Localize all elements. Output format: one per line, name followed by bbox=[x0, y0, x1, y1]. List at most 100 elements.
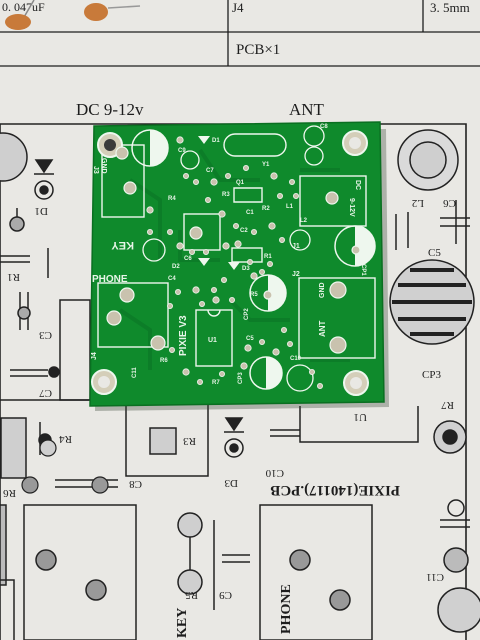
pcb-u1-label: U1 bbox=[208, 337, 217, 344]
solder-pad bbox=[278, 236, 285, 243]
solder-pad bbox=[270, 172, 278, 180]
solder-pad bbox=[234, 240, 242, 248]
paper-r4-label: R4 bbox=[59, 433, 72, 445]
pcb-diode-symbols bbox=[198, 136, 240, 270]
solder-pad bbox=[204, 196, 211, 203]
solder-pad bbox=[276, 192, 283, 199]
paper-r7-label: R7 bbox=[441, 399, 454, 411]
pcb-cp1-label: CP1 bbox=[360, 264, 366, 276]
paper-r6-pad bbox=[21, 476, 39, 494]
solder-pad bbox=[232, 222, 239, 229]
solder-pad bbox=[166, 302, 173, 309]
pcb-board: PHONE KEY PIXIE V3 ANT GND 9-12V DC GND … bbox=[89, 121, 389, 411]
pcb-d1-label: D1 bbox=[212, 138, 220, 144]
pcb-c7-label: C7 bbox=[206, 168, 214, 174]
solder-pad bbox=[218, 210, 226, 218]
pcb-r7-label: R7 bbox=[212, 380, 220, 386]
pcb-r3-label: R3 bbox=[222, 192, 230, 198]
solder-pad bbox=[272, 348, 280, 356]
solder-pad bbox=[242, 164, 249, 171]
pcb-phone-label: PHONE bbox=[92, 274, 128, 285]
pcb-c5-label: C5 bbox=[246, 336, 254, 342]
paper-c9-label: C9 bbox=[219, 589, 232, 601]
paper-c11-label: C11 bbox=[426, 571, 444, 583]
orange-capacitors bbox=[5, 0, 141, 30]
pcb-j2-label: J2 bbox=[292, 271, 300, 278]
paper-r3-label: R3 bbox=[183, 435, 196, 447]
pcb-r1-label: R1 bbox=[264, 254, 272, 260]
solder-pad bbox=[268, 222, 276, 230]
paper-d1-label: D1 bbox=[35, 205, 48, 217]
paper-c5-label: C5 bbox=[428, 247, 441, 259]
solder-pad bbox=[182, 368, 190, 376]
solder-pad bbox=[222, 242, 230, 250]
solder-pad bbox=[250, 272, 258, 280]
pcb-l1-label: L1 bbox=[286, 204, 294, 210]
pcb-dc-label: DC bbox=[354, 180, 361, 190]
pcb-d2-label: D2 bbox=[172, 264, 180, 270]
solder-pad bbox=[258, 268, 265, 275]
pcb-c10-label: C10 bbox=[290, 356, 302, 362]
paper-d3-label: D3 bbox=[224, 477, 238, 489]
pcb-c6-label: C6 bbox=[184, 256, 192, 262]
solder-pad bbox=[280, 326, 287, 333]
solder-pad bbox=[246, 258, 253, 265]
paper-r6-label: R6 bbox=[3, 487, 16, 499]
solder-pad bbox=[228, 296, 235, 303]
solder-pad bbox=[182, 172, 189, 179]
pcb-j4-label: J4 bbox=[91, 352, 98, 360]
solder-pad bbox=[316, 382, 323, 389]
solder-pad bbox=[292, 192, 299, 199]
solder-pad bbox=[146, 228, 153, 235]
paper-c3-label: C3 bbox=[39, 329, 52, 341]
solder-pad bbox=[258, 338, 265, 345]
pcb-electrolytic-caps bbox=[131, 129, 376, 390]
paper-c10-label: C10 bbox=[265, 467, 284, 479]
solder-pad bbox=[212, 296, 220, 304]
paper-left-components bbox=[0, 132, 118, 640]
pcb-c8-label: C8 bbox=[320, 124, 328, 130]
pcb-d3-label: D3 bbox=[242, 266, 250, 272]
table-pcb-qty-text: PCB×1 bbox=[236, 42, 280, 58]
table-top-right-text: 3. 5mm bbox=[430, 0, 470, 15]
paper-right-components bbox=[389, 129, 480, 633]
pcb-key-label: KEY bbox=[111, 239, 134, 251]
pcb-ceramic-caps bbox=[142, 125, 325, 392]
pcb-ant-label: ANT bbox=[318, 320, 327, 337]
pcb-cp2-label: CP2 bbox=[244, 308, 250, 320]
paper-r4-pad bbox=[39, 439, 57, 457]
pcb-large-pads bbox=[106, 146, 361, 354]
pcb-small-pads bbox=[146, 136, 323, 389]
solder-pad bbox=[240, 362, 248, 370]
paper-c8-pad bbox=[91, 476, 109, 494]
bom-table bbox=[0, 0, 480, 67]
paper-cp3-label: CP3 bbox=[422, 369, 441, 381]
pcb-mounting-holes bbox=[91, 130, 369, 396]
solder-pad bbox=[224, 172, 231, 179]
paper-r1-label: R1 bbox=[7, 271, 20, 283]
solder-pad bbox=[250, 228, 257, 235]
paper-phone-label: PHONE bbox=[279, 584, 294, 634]
pcb-r4-label: R4 bbox=[168, 196, 176, 202]
pcb-c9-label: C9 bbox=[178, 148, 186, 154]
pcb-c1-label: C1 bbox=[246, 210, 254, 216]
solder-pad bbox=[176, 242, 184, 250]
solder-pad bbox=[174, 288, 181, 295]
solder-pad bbox=[146, 206, 154, 214]
paper-u1-label: U1 bbox=[354, 411, 367, 423]
pcb-r6-label: R6 bbox=[160, 358, 168, 364]
paper-c6-label: C6 bbox=[443, 197, 456, 209]
solder-pad bbox=[210, 286, 217, 293]
solder-pad bbox=[188, 248, 195, 255]
paper-board-outline bbox=[0, 123, 467, 640]
pcb-pixie-label: PIXIE V3 bbox=[178, 315, 189, 356]
solder-pad bbox=[266, 260, 273, 267]
solder-pad bbox=[166, 228, 173, 235]
pcb-q1-label: Q1 bbox=[236, 180, 245, 186]
paper-key-label: KEY bbox=[175, 608, 190, 638]
pcb-r2-label: R2 bbox=[262, 206, 270, 212]
dc-label: DC 9-12v bbox=[76, 100, 144, 119]
paper-r5-label: R5 bbox=[185, 589, 198, 601]
solder-pad bbox=[202, 248, 209, 255]
